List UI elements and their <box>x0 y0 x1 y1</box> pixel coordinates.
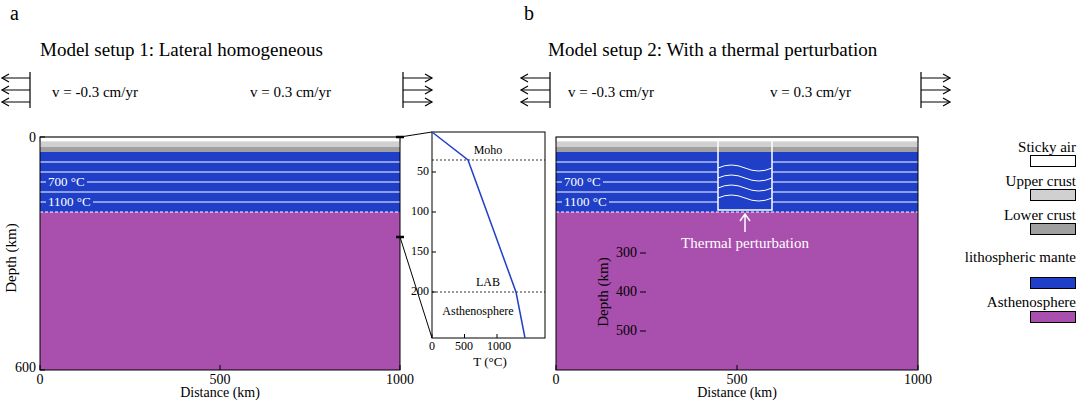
velocity-arrows-part <box>521 74 528 106</box>
axis-tick: 400 <box>616 284 637 299</box>
axis-title: Distance (km) <box>180 385 260 400</box>
geotherm-inset-part <box>432 132 545 338</box>
velocity-label: v = -0.3 cm/yr <box>52 84 138 101</box>
legend-text: Asthenosphere <box>964 294 1076 311</box>
perturbation-label: Thermal perturbation <box>679 235 811 252</box>
velocity-arrows-part <box>921 72 950 108</box>
panel-b-axes-part <box>556 365 918 370</box>
axis-tick: 0 <box>29 130 36 145</box>
boundary-label: Asthenosphere <box>442 305 513 318</box>
panel-b-isotherms-part <box>556 212 918 213</box>
axis-tick: 600 <box>15 360 36 375</box>
panel-b-isotherms-part <box>718 140 772 210</box>
panel-a-axes-part <box>40 137 400 370</box>
axis-tick: 300 <box>616 245 637 260</box>
isotherm-label: 1100 °C <box>562 195 609 209</box>
panel-b-layers-part <box>556 212 918 370</box>
panel-b-isotherms-part <box>718 165 772 201</box>
axis-title: Depth (km) <box>3 223 20 293</box>
panel-b-axes-part <box>640 253 646 331</box>
panel-b-layers-part <box>556 142 918 147</box>
legend-swatch <box>1030 311 1076 323</box>
legend-swatch <box>1030 189 1076 201</box>
panel-b-isotherms <box>556 140 918 232</box>
panel-a-isotherms <box>40 162 400 212</box>
panel-b-axes <box>556 137 918 370</box>
velocity-arrows-part <box>943 74 950 106</box>
panel-b-isotherms-part <box>556 162 918 202</box>
boundary-label: Moho <box>474 144 503 157</box>
velocity-arrows-part <box>2 72 30 108</box>
panel-a-axes-part <box>40 137 400 370</box>
velocity-arrows-part <box>425 74 432 106</box>
axis-tick: 0 <box>553 372 560 387</box>
isotherm-label: 1100 °C <box>46 195 93 209</box>
legend-text: lithospheric mante <box>964 249 1076 266</box>
axis-tick: 1000 <box>904 372 932 387</box>
legend-swatch <box>1030 155 1076 167</box>
panel-b-isotherms-part <box>740 214 750 232</box>
panel-a-isotherms-part <box>40 212 400 213</box>
panel-letter: a <box>10 2 19 24</box>
velocity-label: v = 0.3 cm/yr <box>250 84 331 101</box>
velocity-label: v = -0.3 cm/yr <box>568 84 654 101</box>
inset-axis-title: T (°C) <box>473 355 506 369</box>
velocity-arrows-part <box>2 74 9 106</box>
inset-tick: 1000 <box>487 340 511 353</box>
panel-a-layers-part <box>40 137 400 142</box>
inset-zoom-lines <box>396 132 432 338</box>
inset-tick: 150 <box>411 245 429 258</box>
panel-a-layers-part <box>40 212 400 370</box>
axis-title: Distance (km) <box>697 385 777 400</box>
panel-b-layers <box>556 137 918 370</box>
panel-a-layers-part <box>40 152 400 212</box>
velocity-arrows-part <box>521 72 550 108</box>
legend-text: Sticky air <box>964 139 1076 156</box>
velocity-label: v = 0.3 cm/yr <box>770 84 851 101</box>
panel-a-layers-part <box>40 147 400 152</box>
panel-a-layers-part <box>40 142 400 147</box>
inset-zoom-lines-part <box>400 132 432 338</box>
legend-swatch <box>1030 223 1076 235</box>
velocity-arrows-part <box>403 72 432 108</box>
axis-title: Depth (km) <box>595 257 612 327</box>
isotherm-label: 700 °C <box>46 175 87 189</box>
inset-zoom-lines-part <box>396 137 404 237</box>
axis-tick: 0 <box>37 372 44 387</box>
inset-tick: 0 <box>429 340 435 353</box>
axis-tick: 500 <box>616 323 637 338</box>
legend-swatch <box>1030 277 1076 289</box>
panel-title: Model setup 2: With a thermal perturbati… <box>548 40 877 61</box>
panel-a-axes <box>40 137 400 370</box>
panel-title: Model setup 1: Lateral homogeneous <box>40 40 323 61</box>
panel-letter: b <box>524 2 534 24</box>
panel-b-layers-part <box>556 152 918 212</box>
panel-b-layers-part <box>556 147 918 152</box>
inset-tick: 50 <box>417 165 429 178</box>
inset-tick: 100 <box>411 205 429 218</box>
geotherm-inset-part <box>432 132 525 338</box>
velocity-arrows <box>2 72 950 108</box>
panel-b-axes-part <box>556 137 918 370</box>
inset-tick: 500 <box>455 340 473 353</box>
axis-tick: 1000 <box>386 372 414 387</box>
panel-a-layers <box>40 137 400 370</box>
inset-tick: 200 <box>411 285 429 298</box>
geotherm-inset-part <box>432 160 545 292</box>
legend-text: Lower crust <box>964 207 1076 224</box>
panel-a-isotherms-part <box>40 162 400 202</box>
boundary-label: LAB <box>476 276 500 289</box>
geotherm-inset <box>432 132 545 338</box>
legend-text: Upper crust <box>964 173 1076 190</box>
isotherm-label: 700 °C <box>562 175 603 189</box>
